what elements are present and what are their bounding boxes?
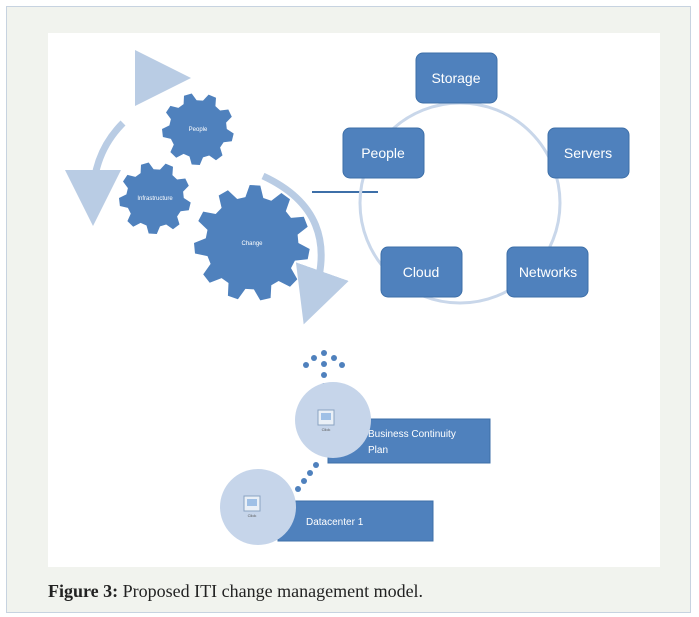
datacenter-label: Datacenter 1 xyxy=(306,517,364,528)
rotation-arrow-left xyxy=(65,120,126,226)
cycle-node-people: People xyxy=(342,127,425,179)
cycle-node-storage: Storage xyxy=(415,52,498,104)
stack-item-business-continuity: Business Continuity Plan Click xyxy=(295,382,491,464)
caption-text: Proposed ITI change management model. xyxy=(118,581,424,601)
diagram-svg: People Infrastructure Change Storage Ser… xyxy=(65,50,630,545)
rotation-arrow-right xyxy=(261,172,349,325)
stack-connector-dots xyxy=(295,462,319,492)
business-continuity-label-line2: Plan xyxy=(368,445,388,456)
cycle-node-servers: Servers xyxy=(547,127,630,179)
caption-label: Figure 3: xyxy=(48,581,119,601)
gear-people-label: People xyxy=(189,127,208,133)
gear-change-label: Change xyxy=(241,241,263,247)
cycle-node-cloud: Cloud xyxy=(380,246,463,298)
continuation-dots xyxy=(303,350,345,389)
picture-placeholder-label: Click xyxy=(248,513,257,518)
cycle-node-people-label: People xyxy=(361,145,405,161)
gear-change: Change xyxy=(194,185,310,301)
business-continuity-label-line1: Business Continuity xyxy=(368,429,456,440)
cycle-node-servers-label: Servers xyxy=(564,145,612,161)
cycle-node-networks-label: Networks xyxy=(519,264,577,280)
figure-caption: Figure 3: Proposed ITI change management… xyxy=(48,581,423,602)
gear-infrastructure: Infrastructure xyxy=(119,162,191,234)
gear-people: People xyxy=(162,93,234,165)
gear-infrastructure-label: Infrastructure xyxy=(137,196,173,202)
diagram-canvas: People Infrastructure Change Storage Ser… xyxy=(48,33,660,567)
cycle-node-cloud-label: Cloud xyxy=(403,264,440,280)
picture-placeholder-label: Click xyxy=(322,427,331,432)
rotation-arrow-top xyxy=(134,50,191,107)
cycle-node-networks: Networks xyxy=(506,246,589,298)
cycle-node-storage-label: Storage xyxy=(431,70,480,86)
stack-item-datacenter: Datacenter 1 Click xyxy=(220,469,434,545)
